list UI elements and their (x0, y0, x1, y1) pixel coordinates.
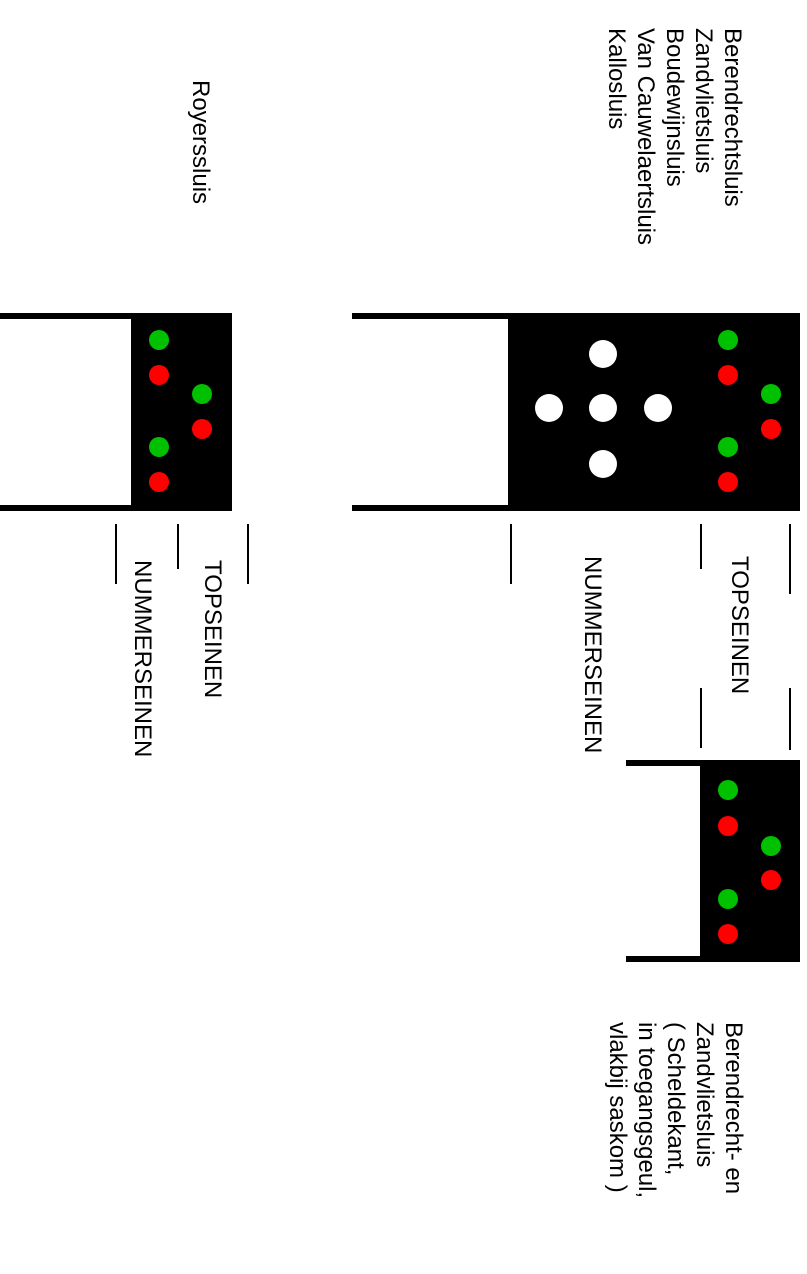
label-kallosluis: Kallosluis (603, 28, 630, 130)
bracket-line (789, 524, 791, 594)
bracket-line (700, 688, 702, 748)
green-lamp (149, 330, 169, 350)
green-lamp (761, 836, 781, 856)
label-berendrecht-en: Berendrecht- en (720, 1022, 747, 1195)
label-zandvlietsluis-2: Zandvlietsluis (691, 1022, 718, 1168)
white-lamp (644, 394, 672, 422)
red-lamp (149, 472, 169, 492)
red-lamp (192, 419, 212, 439)
red-lamp (761, 419, 781, 439)
bracket-line (177, 524, 179, 569)
label-nummerseinen-right: NUMMERSEINEN (579, 556, 606, 754)
label-topseinen-right: TOPSEINEN (726, 556, 753, 695)
white-lamp (589, 450, 617, 478)
white-lamp (589, 340, 617, 368)
bottom-signal-panel (700, 760, 800, 962)
red-lamp (718, 472, 738, 492)
label-nummerseinen-left: NUMMERSEINEN (129, 560, 156, 758)
bracket-line (115, 524, 117, 584)
red-lamp (718, 365, 738, 385)
green-lamp (718, 780, 738, 800)
white-lamp (535, 394, 563, 422)
label-group-bottom-right: Berendrecht- en Zandvlietsluis ( Schelde… (603, 1022, 748, 1198)
label-van-cauwelaertsluis: Van Cauwelaertsluis (632, 28, 659, 245)
left-signal-panel (131, 313, 232, 511)
bracket-line (789, 688, 791, 750)
green-lamp (149, 437, 169, 457)
label-zandvlietsluis: Zandvlietsluis (690, 28, 717, 174)
red-lamp (718, 816, 738, 836)
label-topseinen-left: TOPSEINEN (199, 560, 226, 699)
red-lamp (718, 924, 738, 944)
red-lamp (761, 870, 781, 890)
green-lamp (718, 889, 738, 909)
bracket-line (700, 524, 702, 569)
label-royerssluis: Royerssluis (187, 80, 214, 205)
green-lamp (192, 384, 212, 404)
green-lamp (718, 330, 738, 350)
red-lamp (149, 365, 169, 385)
green-lamp (761, 384, 781, 404)
left-signal-frame-top (0, 313, 232, 319)
right-signal-panel (508, 313, 800, 511)
label-saskom: vlakbij saskom ) (604, 1022, 631, 1193)
label-group-top-right: Berendrechtsluis Zandvlietsluis Boudewij… (602, 28, 747, 245)
label-boudewijnsluis: Boudewijnsluis (661, 28, 688, 187)
label-berendrechtsluis: Berendrechtsluis (719, 28, 746, 207)
left-signal-frame-bottom (0, 505, 232, 511)
white-lamp (589, 394, 617, 422)
bracket-line (247, 524, 249, 584)
label-toegangsgeul: in toegangsgeul, (633, 1022, 660, 1199)
green-lamp (718, 437, 738, 457)
bracket-line (510, 524, 512, 584)
label-scheldekant: ( Scheldekant, (662, 1022, 689, 1176)
